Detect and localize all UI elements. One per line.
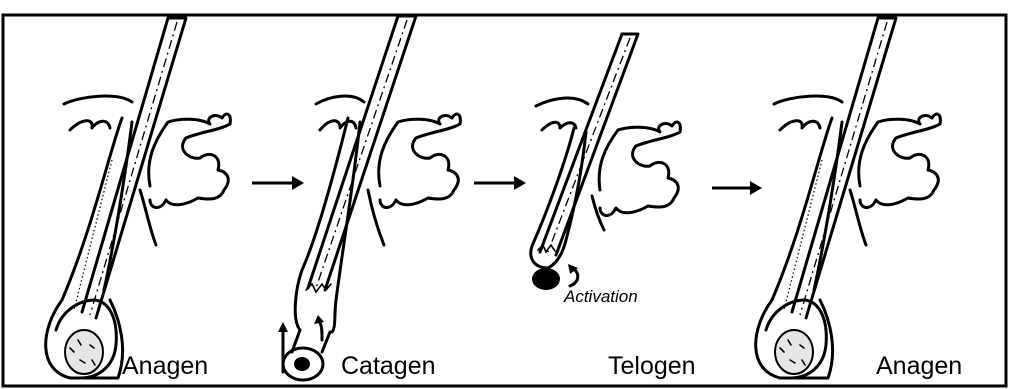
- telogen-follicle: [531, 34, 681, 290]
- stage-label-telogen: Telogen: [608, 352, 696, 380]
- stage-label-anagen-2: Anagen: [876, 352, 962, 380]
- arrow-telogen-to-anagen: [712, 181, 762, 195]
- stage-label-catagen: Catagen: [341, 352, 436, 380]
- anagen-follicle-1: [46, 18, 231, 378]
- arrow-anagen-to-catagen: [252, 176, 304, 190]
- catagen-follicle: [278, 16, 460, 380]
- activation-label: Activation: [563, 287, 638, 306]
- stage-label-anagen-1: Anagen: [122, 352, 208, 380]
- anagen-follicle-2: [756, 18, 941, 378]
- arrow-catagen-to-telogen: [474, 176, 526, 190]
